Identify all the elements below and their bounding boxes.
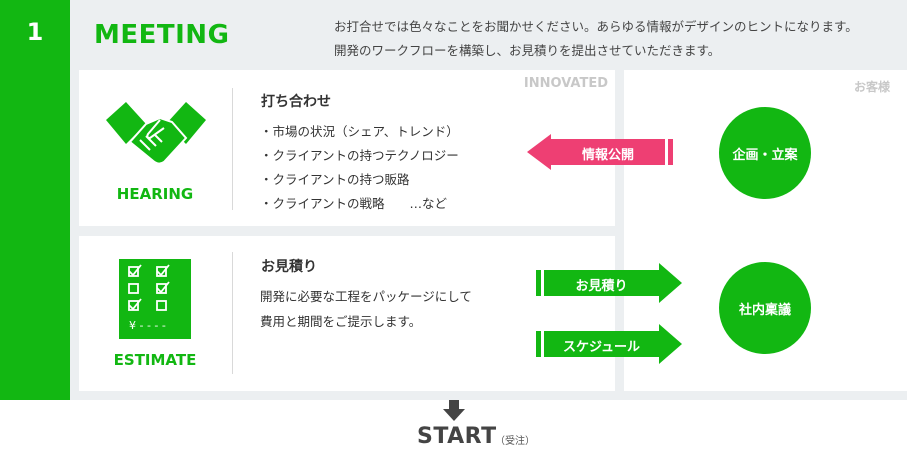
planning-circle: 企画・立案	[719, 107, 811, 199]
hearing-item: ・クライアントの持つ販路	[260, 172, 410, 187]
hearing-item: ・クライアントの持つテクノロジー	[260, 148, 459, 163]
info-arrow-label: 情報公開	[581, 148, 634, 163]
hearing-item: ・市場の状況（シェア、トレンド）	[260, 124, 459, 139]
start-label: START	[417, 424, 497, 449]
client-label: お客様	[853, 80, 890, 94]
innovated-label: INNOVATED	[523, 76, 608, 91]
checklist-footer: ¥ - - - -	[129, 319, 166, 332]
down-arrow-icon	[443, 400, 465, 426]
estimate-desc-2: 費用と期間をご提示します。	[260, 314, 422, 329]
info-arrow: 情報公開	[527, 132, 677, 172]
estimate-arrow: お見積り	[533, 262, 683, 304]
handshake-icon	[106, 98, 206, 172]
internal-approval-label: 社内稟議	[738, 302, 791, 318]
estimate-arrow-label: お見積り	[575, 279, 628, 294]
step-number: 1	[26, 18, 44, 46]
planning-label: 企画・立案	[732, 147, 798, 163]
hearing-heading: 打ち合わせ	[261, 94, 331, 110]
schedule-arrow: スケジュール	[533, 323, 683, 365]
estimate-divider	[232, 252, 233, 374]
hearing-divider	[232, 88, 233, 210]
estimate-desc-1: 開発に必要な工程をパッケージにして	[260, 289, 472, 304]
estimate-label: ESTIMATE	[113, 351, 197, 369]
hearing-label: HEARING	[116, 185, 194, 203]
intro-line-2: 開発のワークフローを構築し、お見積りを提出させていただきます。	[334, 43, 721, 58]
schedule-arrow-label: スケジュール	[562, 340, 641, 355]
internal-approval-circle: 社内稟議	[719, 262, 811, 354]
hearing-item: ・クライアントの戦略 …など	[260, 196, 448, 211]
start-note: （受注）	[495, 436, 535, 447]
intro-line-1: お打合せでは色々なことをお聞かせください。あらゆる情報がデザインのヒントになりま…	[334, 19, 858, 34]
step-bar	[0, 0, 70, 400]
step-title: MEETING	[94, 20, 230, 50]
checklist-icon: ¥ - - - -	[119, 259, 191, 343]
estimate-heading: お見積り	[261, 259, 317, 275]
